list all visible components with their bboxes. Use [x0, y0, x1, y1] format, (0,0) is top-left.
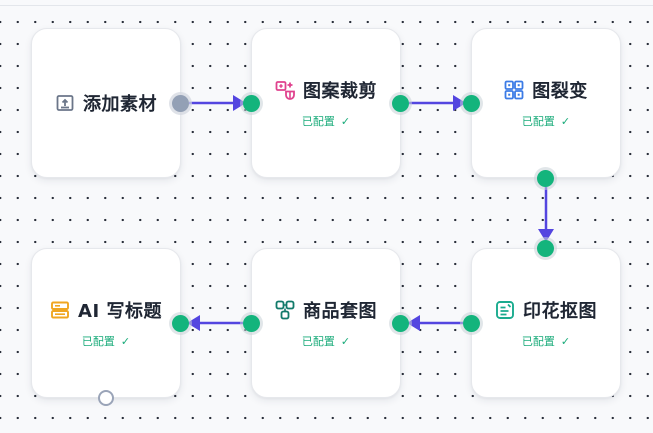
check-icon: ✓ [340, 334, 351, 348]
status-badge: 已配置 ✓ [522, 113, 570, 129]
check-icon: ✓ [560, 334, 571, 348]
node-title: 图裂变 [532, 81, 588, 102]
check-icon: ✓ [120, 334, 131, 348]
status-badge: 已配置 ✓ [302, 113, 350, 129]
handle-pattern-crop-input[interactable] [243, 95, 260, 112]
edge-image-fission-to-print-cutout[interactable] [538, 187, 554, 242]
node-image-fission[interactable]: 图裂变 已配置 ✓ [471, 28, 621, 178]
edge-add-material-to-pattern-crop[interactable] [189, 95, 246, 111]
edit-card-icon [495, 300, 515, 320]
canvas-top-border [0, 0, 653, 6]
server-stack-icon [50, 300, 70, 320]
handle-print-cutout-input[interactable] [537, 240, 554, 257]
node-title: 印花抠图 [523, 301, 597, 322]
handle-pattern-crop-output[interactable] [392, 95, 409, 112]
status-text: 已配置 [301, 335, 335, 348]
node-add-material[interactable]: 添加素材 [31, 28, 181, 178]
node-title: AI 写标题 [78, 301, 162, 322]
status-badge: 已配置 ✓ [522, 333, 570, 349]
handle-image-fission-input[interactable] [463, 95, 480, 112]
handle-product-set-input[interactable] [392, 315, 409, 332]
node-title: 图案裁剪 [303, 81, 377, 102]
edge-product-set-to-ai-title[interactable] [187, 315, 243, 331]
status-text: 已配置 [521, 115, 555, 128]
handle-ai-title-output[interactable] [98, 390, 114, 406]
handle-image-fission-output[interactable] [537, 170, 554, 187]
grid-icon [504, 80, 524, 100]
image-upload-icon [55, 93, 75, 113]
status-badge: 已配置 ✓ [302, 333, 350, 349]
node-title: 商品套图 [303, 301, 377, 322]
handle-product-set-output[interactable] [243, 315, 260, 332]
edge-print-cutout-to-product-set[interactable] [407, 315, 463, 331]
node-pattern-crop[interactable]: 图案裁剪 已配置 ✓ [251, 28, 401, 178]
node-title: 添加素材 [83, 94, 157, 115]
node-product-set[interactable]: 商品套图 已配置 ✓ [251, 248, 401, 398]
check-icon: ✓ [560, 114, 571, 128]
status-badge: 已配置 ✓ [82, 333, 130, 349]
handle-print-cutout-output[interactable] [463, 315, 480, 332]
handle-ai-title-input[interactable] [172, 315, 189, 332]
node-ai-title[interactable]: AI 写标题 已配置 ✓ [31, 248, 181, 398]
pattern-crop-icon [275, 80, 295, 100]
check-icon: ✓ [340, 114, 351, 128]
node-print-cutout[interactable]: 印花抠图 已配置 ✓ [471, 248, 621, 398]
handle-add-material-output[interactable] [172, 95, 189, 112]
status-text: 已配置 [521, 335, 555, 348]
cluster-icon [275, 300, 295, 320]
edge-pattern-crop-to-image-fission[interactable] [409, 95, 466, 111]
status-text: 已配置 [81, 335, 115, 348]
status-text: 已配置 [301, 115, 335, 128]
